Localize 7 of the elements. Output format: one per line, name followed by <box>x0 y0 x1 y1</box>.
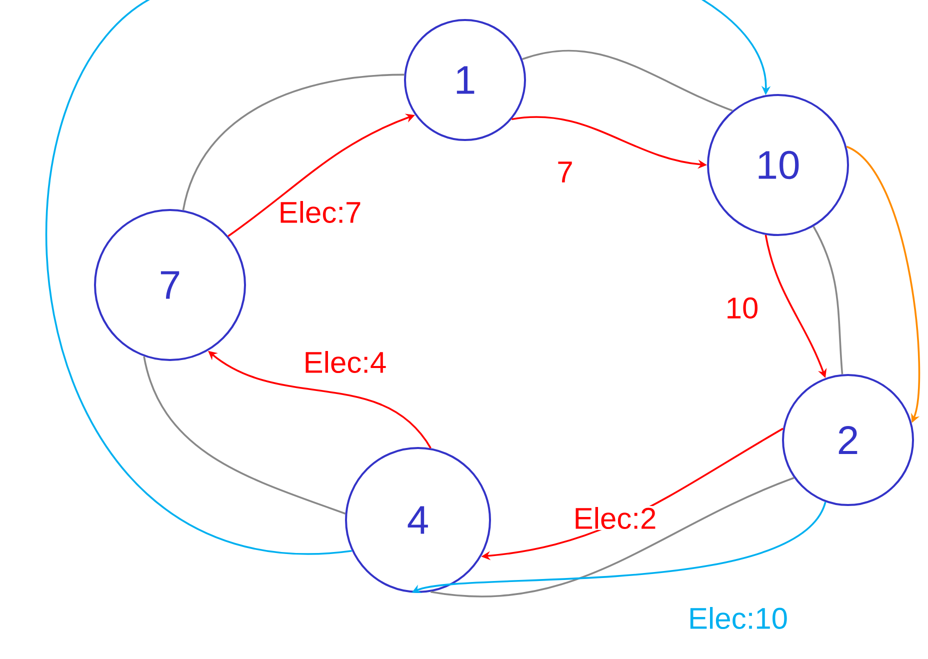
edge-label: Elec:7 <box>277 200 363 224</box>
edge-label: Elec:4 <box>302 350 388 374</box>
edge-label: 7 <box>556 160 574 184</box>
edge-label: Elec:2 <box>572 506 658 530</box>
arrow <box>46 0 771 552</box>
edge-label: 10 <box>724 296 760 320</box>
edge-label: Elec:10 <box>686 606 790 630</box>
